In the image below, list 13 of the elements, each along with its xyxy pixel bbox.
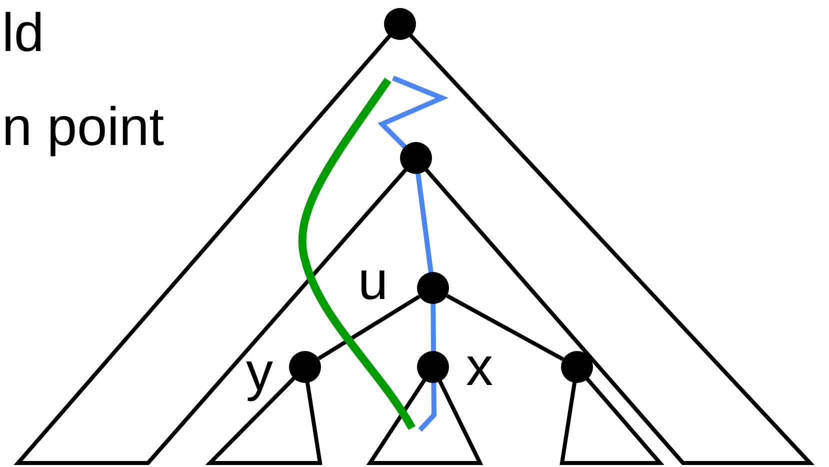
text-label: ld [2,6,44,60]
tree-node-dot [561,351,593,383]
node-label: y [246,345,273,399]
node-label: x [466,340,493,394]
tree-node-dot [384,8,416,40]
tree-node-dot [289,351,321,383]
node-label: u [358,254,388,308]
text-label: n point [2,100,164,154]
tree-node-dot [400,142,432,174]
tree-edge [318,294,420,360]
tree-node-dot [417,351,449,383]
tree-node-dot [417,272,449,304]
tree-edge [446,294,564,362]
